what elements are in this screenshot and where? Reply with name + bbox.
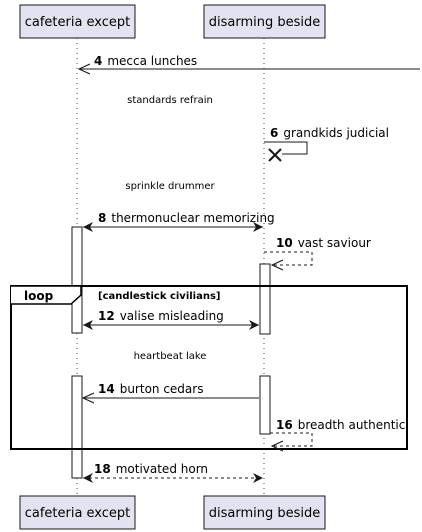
activation-bar: [71, 375, 83, 479]
activation-bar: [71, 226, 83, 334]
participant-disarming-beside-bottom: disarming beside: [203, 495, 326, 530]
participant-disarming-beside-top: disarming beside: [203, 4, 326, 39]
participant-label: disarming beside: [209, 506, 321, 521]
participant-label: cafeteria except: [25, 506, 131, 521]
divider-label: sprinkle drummer: [125, 181, 215, 192]
participant-label: disarming beside: [209, 15, 321, 30]
destroy-icon: [268, 148, 282, 162]
divider-label: heartbeat lake: [134, 351, 207, 362]
activation-bar: [259, 375, 271, 435]
divider-label: standards refrain: [127, 95, 213, 106]
loop-keyword: loop: [24, 289, 54, 303]
participant-cafeteria-except-bottom: cafeteria except: [19, 495, 136, 530]
participant-cafeteria-except-top: cafeteria except: [19, 4, 136, 39]
activation-bar: [259, 263, 271, 335]
loop-fragment: loop [candlestick civilians]: [10, 285, 408, 450]
participant-label: cafeteria except: [25, 15, 131, 30]
loop-condition: [candlestick civilians]: [98, 291, 221, 302]
